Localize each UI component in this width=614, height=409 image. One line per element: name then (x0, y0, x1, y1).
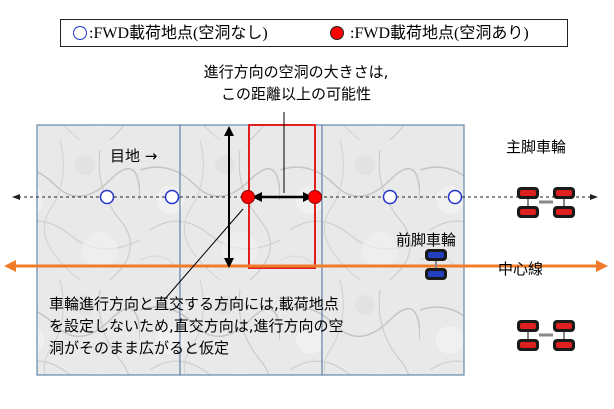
joint-label: 目地 → (110, 147, 158, 165)
open-marker-2 (164, 189, 180, 205)
open-marker-3 (382, 189, 398, 205)
slab-2 (179, 124, 323, 376)
legend-item-open: :FWD載荷地点(空洞なし) (73, 23, 268, 44)
nose-gear-icon (425, 249, 447, 280)
open-circle-icon (73, 26, 87, 40)
center-line-right-arrow (596, 260, 608, 272)
open-markers (99, 189, 463, 205)
filled-marker-1 (241, 190, 255, 204)
cavity-size-caption: 進行方向の空洞の大きさは, この距離以上の可能性 (146, 61, 446, 105)
open-marker-1 (99, 189, 115, 205)
vertical-arrow-top (224, 126, 234, 136)
legend-item-filled: :FWD載荷地点(空洞あり) (330, 23, 529, 44)
cavity-size-line1: 進行方向の空洞の大きさは, (203, 63, 389, 81)
assumption-note: 車輪進行方向と直交する方向には,載荷地点を設定しないため,直交方向は,進行方向の… (49, 295, 344, 357)
vertical-arrow-bottom (224, 258, 234, 268)
filled-marker-2 (308, 190, 322, 204)
note-leader-line (163, 208, 244, 301)
load-line-right-arrow (590, 194, 598, 200)
slab-1 (36, 124, 181, 376)
main-gear-label: 主脚車輪 (506, 138, 567, 156)
filled-circle-icon (330, 26, 344, 40)
cavity-size-line2: この距離以上の可能性 (220, 85, 371, 103)
nose-gear-label: 前脚車輪 (396, 231, 457, 249)
open-marker-4 (447, 189, 463, 205)
load-line-left-arrow (12, 194, 20, 200)
main-gear-icon-2 (517, 320, 575, 351)
legend-open-label: :FWD載荷地点(空洞なし) (89, 25, 268, 42)
distance-arrow-left (252, 192, 262, 202)
legend-filled-label: :FWD載荷地点(空洞あり) (350, 25, 529, 42)
legend: :FWD載荷地点(空洞なし) :FWD載荷地点(空洞あり) (60, 19, 568, 47)
main-gear-icon (517, 187, 575, 218)
center-line-label: 中心線 (498, 260, 544, 278)
center-line-left-arrow (4, 260, 16, 272)
